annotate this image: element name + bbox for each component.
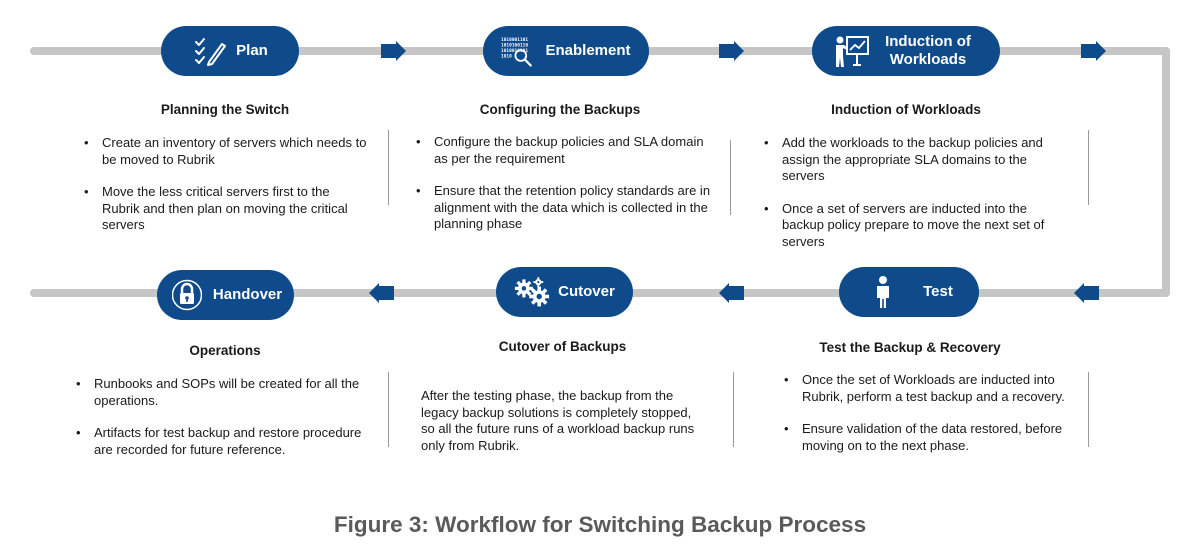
cutover-label: Cutover	[558, 283, 615, 300]
divider-6	[1088, 372, 1089, 447]
divider-1	[388, 130, 389, 205]
svg-text:1010100110: 1010100110	[501, 43, 528, 49]
divider-2	[730, 140, 731, 215]
induction-label: Induction of Workloads	[885, 33, 971, 68]
cutover-paragraph: After the testing phase, the backup from…	[421, 388, 695, 453]
list-item: Move the less critical servers first to …	[82, 184, 367, 234]
arrow-right-2	[719, 41, 744, 61]
divider-5	[733, 372, 734, 447]
configuring-bullets: Configure the backup policies and SLA do…	[414, 134, 714, 249]
list-item: Add the workloads to the backup policies…	[762, 135, 1062, 185]
arrow-left-1	[1074, 283, 1099, 303]
test-pill: Test	[839, 267, 979, 317]
plan-label: Plan	[236, 42, 268, 59]
svg-text:1010: 1010	[501, 53, 512, 59]
handover-pill: Handover	[157, 270, 294, 320]
svg-text:1010001101: 1010001101	[501, 37, 528, 43]
padlock-icon	[169, 277, 205, 313]
configuring-title: Configuring the Backups	[479, 102, 641, 117]
arrow-left-2	[719, 283, 744, 303]
list-item: Ensure that the retention policy standar…	[414, 183, 714, 233]
gears-icon	[514, 274, 550, 310]
figure-caption: Figure 3: Workflow for Switching Backup …	[333, 512, 867, 537]
list-item: Once the set of Workloads are inducted i…	[782, 372, 1072, 405]
list-item: Once a set of servers are inducted into …	[762, 201, 1062, 251]
induction-title: Induction of Workloads	[831, 102, 981, 117]
list-item: Ensure validation of the data restored, …	[782, 421, 1072, 454]
divider-4	[388, 372, 389, 447]
enablement-label: Enablement	[545, 42, 631, 59]
test-label: Test	[923, 283, 953, 300]
cutover-title: Cutover of Backups	[498, 339, 627, 354]
plan-pill: Plan	[161, 26, 299, 76]
test-bullets: Once the set of Workloads are inducted i…	[782, 372, 1072, 470]
list-item: Artifacts for test backup and restore pr…	[74, 425, 364, 458]
person-tester-icon	[865, 274, 901, 310]
arrow-right-1	[381, 41, 406, 61]
operations-title: Operations	[189, 343, 261, 358]
checklist-pencil-icon	[192, 33, 228, 69]
handover-label: Handover	[212, 286, 283, 303]
planning-title: Planning the Switch	[160, 102, 290, 117]
presenter-board-icon	[834, 33, 870, 69]
arrow-right-3	[1081, 41, 1106, 61]
divider-3	[1088, 130, 1089, 205]
induction-bullets: Add the workloads to the backup policies…	[762, 135, 1062, 266]
list-item: Configure the backup policies and SLA do…	[414, 134, 714, 167]
list-item: Create an inventory of servers which nee…	[82, 135, 367, 168]
test-title: Test the Backup & Recovery	[819, 340, 1001, 355]
cutover-pill: Cutover	[496, 267, 633, 317]
arrow-left-3	[369, 283, 394, 303]
planning-bullets: Create an inventory of servers which nee…	[82, 135, 367, 250]
operations-bullets: Runbooks and SOPs will be created for al…	[74, 376, 364, 474]
svg-text:1010010101: 1010010101	[501, 48, 528, 54]
induction-pill: Induction of Workloads	[812, 26, 1000, 76]
list-item: Runbooks and SOPs will be created for al…	[74, 376, 364, 409]
